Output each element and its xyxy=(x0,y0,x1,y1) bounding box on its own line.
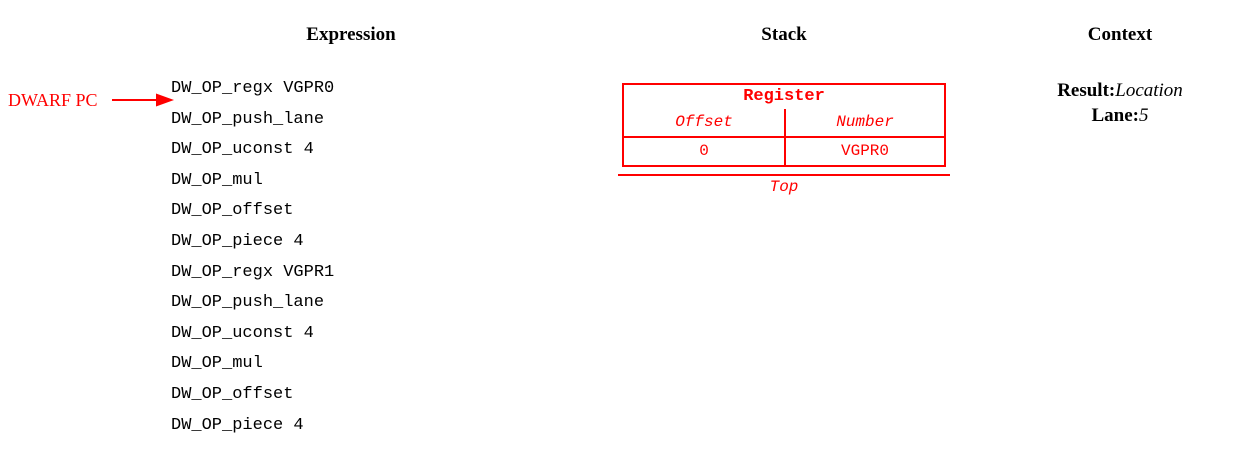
expression-line: DW_OP_push_lane xyxy=(171,293,325,313)
expression-line: DW_OP_offset xyxy=(171,201,294,221)
context-key-result: Result: xyxy=(1057,80,1116,101)
expression-line: DW_OP_uconst 4 xyxy=(171,323,314,343)
column-heading-context: Context xyxy=(1087,24,1153,45)
stack-value-offset: 0 xyxy=(699,142,709,160)
dwarf-pc-label: DWARF PC xyxy=(8,90,98,110)
expression-list: DW_OP_regx VGPR0 DW_OP_push_lane DW_OP_u… xyxy=(171,74,531,441)
context-block: Result:Location Lane:5 xyxy=(1020,78,1220,128)
stack-value-number: VGPR0 xyxy=(784,138,944,165)
column-heading-expression: Expression xyxy=(306,24,396,45)
stack-entry-values: 0 VGPR0 xyxy=(624,138,944,165)
column-heading-stack: Stack xyxy=(761,24,807,45)
stack-column-header-number: Number xyxy=(784,109,944,136)
dwarf-pc-marker: DWARF PC xyxy=(8,88,174,114)
expression-line: DW_OP_mul xyxy=(171,354,263,374)
context-row-lane: Lane:5 xyxy=(1020,103,1220,128)
stack-column-header-offset: Offset xyxy=(675,113,733,131)
arrow-right-icon xyxy=(112,93,174,107)
expression-line: DW_OP_uconst 4 xyxy=(171,140,314,160)
context-value-lane: 5 xyxy=(1139,105,1149,126)
stack-entry-register: Register Offset Number 0 VGPR0 xyxy=(622,83,946,167)
stack-entry-column-headers: Offset Number xyxy=(624,109,944,138)
expression-line: DW_OP_mul xyxy=(171,170,263,190)
context-value-result: Location xyxy=(1115,80,1183,101)
expression-line: DW_OP_push_lane xyxy=(171,109,325,129)
expression-line: DW_OP_piece 4 xyxy=(171,415,304,435)
stack-top-divider xyxy=(618,174,950,176)
stack-entry-title: Register xyxy=(743,87,825,106)
context-key-lane: Lane: xyxy=(1091,105,1140,126)
context-row-result: Result:Location xyxy=(1020,78,1220,103)
expression-line: DW_OP_offset xyxy=(171,384,294,404)
expression-line: DW_OP_piece 4 xyxy=(171,231,304,251)
expression-line: DW_OP_regx VGPR0 xyxy=(171,79,335,98)
stack-diagram: Register Offset Number 0 VGPR0 Top xyxy=(618,83,950,196)
stack-top-label: Top xyxy=(769,178,799,196)
expression-line: DW_OP_regx VGPR1 xyxy=(171,262,335,282)
